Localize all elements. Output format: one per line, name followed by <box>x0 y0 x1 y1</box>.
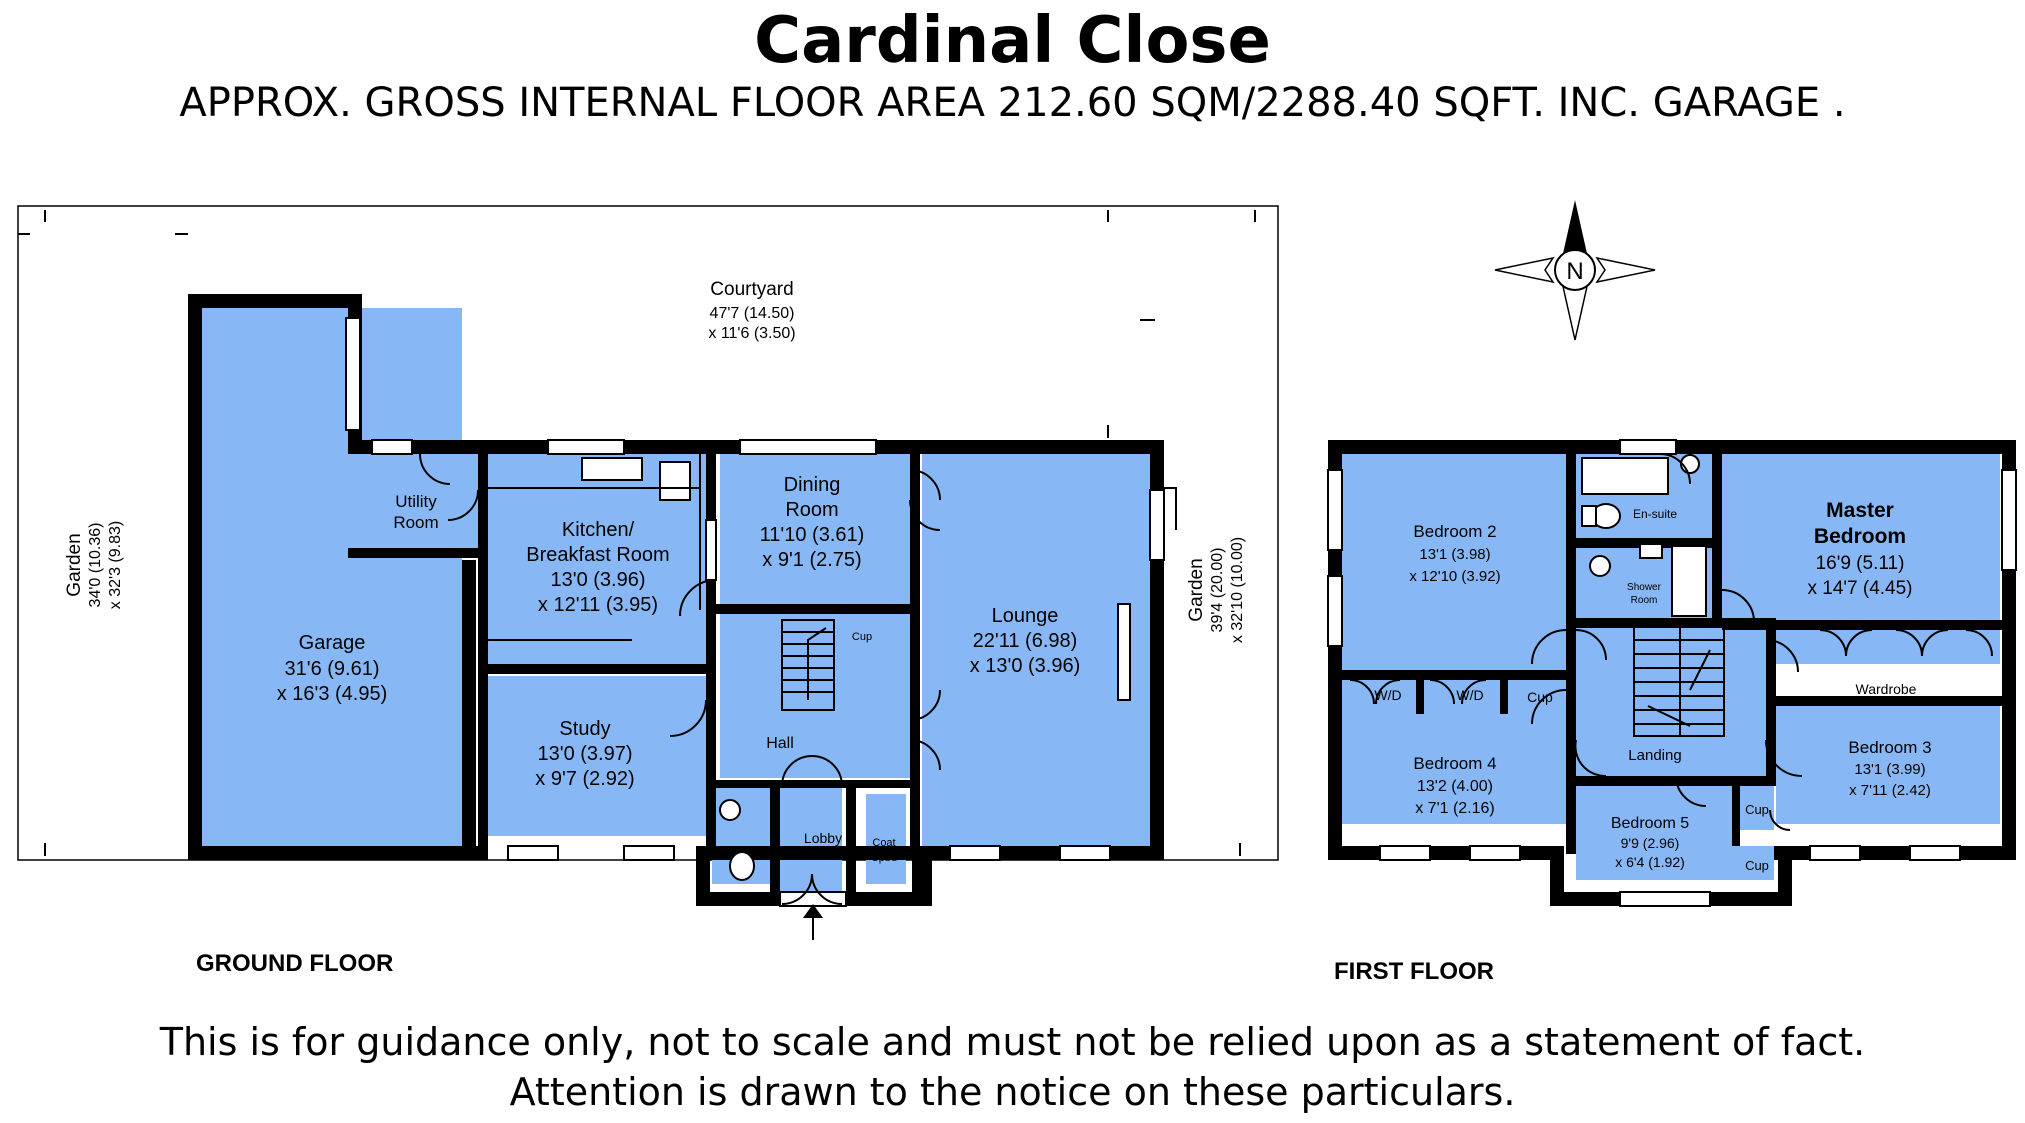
first-floor-windows <box>1327 439 2017 907</box>
bedroom-4-label: Bedroom 4 <box>1413 754 1496 773</box>
wardrobe-label: Wardrobe <box>1856 681 1917 697</box>
ensuite-label: En-suite <box>1633 507 1677 521</box>
utility-label-2: Room <box>393 513 438 532</box>
dining-dim2: x 9'1 (2.75) <box>762 549 861 571</box>
ground-floor-doors <box>419 453 1177 905</box>
ground-stairs <box>781 619 835 711</box>
garage-dim1: 31'6 (9.61) <box>285 658 380 680</box>
lounge-room <box>922 454 1150 860</box>
cup-label: Cup <box>852 631 872 643</box>
lounge-dim1: 22'11 (6.98) <box>973 630 1078 652</box>
bedroom-5-dim1: 9'9 (2.96) <box>1621 835 1680 851</box>
bedroom-3-label: Bedroom 3 <box>1848 738 1931 757</box>
first-floor-plan: Bedroom 2 13'1 (3.98) x 12'10 (3.92) En-… <box>1327 439 2017 907</box>
lounge-dim2: x 13'0 (3.96) <box>970 655 1081 677</box>
cup-3-label: Cup <box>1745 858 1769 873</box>
dining-room <box>720 454 910 604</box>
dining-label-1: Dining <box>784 474 841 496</box>
garden-east-dim2: x 32'10 (10.00) <box>1229 537 1246 643</box>
coat-label-1: Coat <box>872 837 895 849</box>
bedroom-2-dim2: x 12'10 (3.92) <box>1409 568 1500 585</box>
bedroom-2-dim1: 13'1 (3.98) <box>1419 546 1490 563</box>
garage-label: Garage <box>299 632 366 654</box>
garden-west-label: Garden <box>64 533 85 596</box>
study-label: Study <box>559 718 610 740</box>
landing-area <box>1576 618 1776 778</box>
bedroom-3-dim2: x 7'11 (2.42) <box>1849 782 1931 799</box>
garden-east-dim1: 39'4 (20.00) <box>1209 548 1226 633</box>
kitchen-dim1: 13'0 (3.96) <box>551 569 646 591</box>
master-bedroom-label-2: Bedroom <box>1814 525 1906 548</box>
study-dim1: 13'0 (3.97) <box>538 743 633 765</box>
courtyard-dim1: 47'7 (14.50) <box>710 305 795 322</box>
bedroom-3-room <box>1776 704 2000 824</box>
bedroom-3-dim1: 13'1 (3.99) <box>1854 761 1925 778</box>
garden-west-dim1: 34'0 (10.36) <box>87 523 104 608</box>
first-floor-doors <box>1349 453 1993 831</box>
landing-label: Landing <box>1628 747 1681 764</box>
master-bedroom-dim1: 16'9 (5.11) <box>1816 553 1905 574</box>
utility-room <box>352 454 478 554</box>
dining-label-2: Room <box>785 499 838 521</box>
study-dim2: x 9'7 (2.92) <box>535 768 634 790</box>
kitchen-label-2: Breakfast Room <box>526 544 669 566</box>
bedroom-5-label: Bedroom 5 <box>1611 815 1689 832</box>
lounge-label: Lounge <box>992 605 1059 627</box>
disclaimer-line-2: Attention is drawn to the notice on thes… <box>509 1070 1516 1114</box>
kitchen-label-1: Kitchen/ <box>562 519 635 541</box>
cup-2-label: Cup <box>1745 802 1769 817</box>
courtyard-label: Courtyard <box>710 279 793 300</box>
ground-floor-plan: Courtyard 47'7 (14.50) x 11'6 (3.50) Gar… <box>17 205 1279 940</box>
coat-cupboard <box>866 794 906 884</box>
shower-room-label-2: Room <box>1631 595 1658 606</box>
bedroom-2-room <box>1342 454 1566 670</box>
bedroom-4-dim2: x 7'1 (2.16) <box>1415 800 1495 817</box>
garage-dim2: x 16'3 (4.95) <box>277 683 388 705</box>
kitchen-dim2: x 12'11 (3.95) <box>538 594 658 616</box>
first-floor-stairs <box>1633 625 1725 737</box>
bedroom-5-room <box>1576 786 1732 880</box>
garden-west-dim2: x 32'3 (9.83) <box>107 521 124 609</box>
bedroom-5-dim2: x 6'4 (1.92) <box>1615 854 1685 870</box>
wc-fittings <box>719 799 755 881</box>
cup-3-cupboard <box>1710 846 1774 880</box>
hall-label: Hall <box>766 735 794 752</box>
shower-room-label-1: Shower <box>1627 582 1662 593</box>
disclaimer-line-1: This is for guidance only, not to scale … <box>159 1020 1866 1064</box>
wd-2-label: W/D <box>1456 687 1483 703</box>
ground-floor-windows <box>345 317 1165 907</box>
study-room <box>488 676 710 836</box>
courtyard-dim2: x 11'6 (3.50) <box>708 325 795 342</box>
dimension-ticks <box>18 210 1256 856</box>
wd-1-label: W/D <box>1374 687 1401 703</box>
garden-east-label: Garden <box>1186 558 1207 621</box>
entrance-arrow-icon <box>803 904 823 940</box>
ground-floor-label: GROUND FLOOR <box>196 950 394 977</box>
master-bedroom-label-1: Master <box>1826 499 1894 522</box>
coat-label-2: Cpbd <box>871 852 897 864</box>
bedroom-2-label: Bedroom 2 <box>1413 522 1496 541</box>
hall-area <box>720 614 910 778</box>
bathroom-fittings <box>1581 454 1707 617</box>
compass-icon: N <box>1494 200 1656 341</box>
cup-2-cupboard <box>1740 786 1774 830</box>
master-bedroom-dim2: x 14'7 (4.45) <box>1807 578 1912 599</box>
floor-area-subtitle: APPROX. GROSS INTERNAL FLOOR AREA 212.60… <box>179 80 1846 126</box>
bedroom-4-dim1: 13'2 (4.00) <box>1417 778 1493 795</box>
page-title: Cardinal Close <box>754 4 1271 78</box>
cup-1-label: Cup <box>1527 689 1553 705</box>
lobby-label: Lobby <box>804 830 842 846</box>
kitchen-fittings <box>488 454 701 641</box>
utility-label-1: Utility <box>395 492 437 511</box>
dining-dim1: 11'10 (3.61) <box>760 524 865 546</box>
garage-room <box>200 308 462 860</box>
compass-north-label: N <box>1566 258 1583 285</box>
first-floor-label: FIRST FLOOR <box>1334 958 1494 985</box>
